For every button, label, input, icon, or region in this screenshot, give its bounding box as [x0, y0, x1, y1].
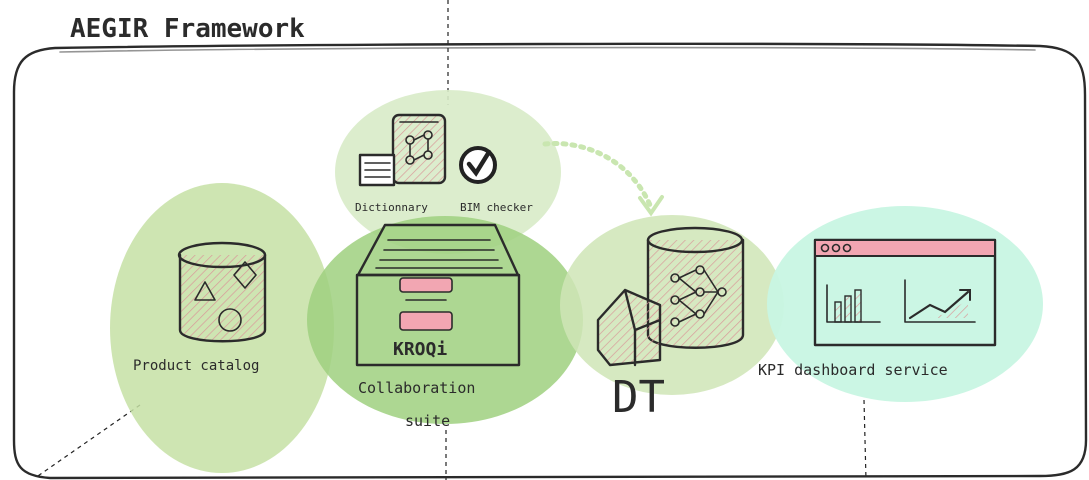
checkmark-icon	[459, 146, 497, 184]
kroqi-brand-label: KROQi	[393, 339, 447, 360]
bim-checker-label: BIM checker	[460, 201, 533, 214]
digital-twin-icon	[596, 226, 745, 367]
dictionary-blob	[335, 90, 561, 254]
dictionary-label: Dictionnary	[355, 201, 428, 214]
dt-label: DT	[612, 372, 665, 423]
dictionary-icon	[358, 113, 447, 187]
collaboration-label-line2: suite	[405, 412, 450, 430]
triangle-shape	[194, 281, 216, 301]
line-chart-icon	[904, 279, 976, 323]
framework-container	[12, 42, 1088, 480]
catalog-connector-line	[34, 404, 141, 479]
flow-arrow-head	[638, 195, 664, 217]
kpi-dashboard-label: KPI dashboard service	[758, 361, 948, 379]
product-catalog-label: Product catalog	[133, 358, 259, 374]
diamond-shape	[233, 261, 257, 289]
dashboard-window-icon	[813, 238, 997, 347]
bar-chart-icon	[826, 284, 881, 323]
collaboration-label-line1: Collaboration	[358, 379, 475, 397]
kpi-connector-line	[863, 399, 867, 480]
flow-arrow	[542, 141, 653, 208]
database-icon	[177, 241, 267, 343]
circle-shape	[218, 308, 242, 332]
framework-title: AEGIR Framework	[70, 14, 305, 44]
drawer-icon	[355, 223, 521, 367]
